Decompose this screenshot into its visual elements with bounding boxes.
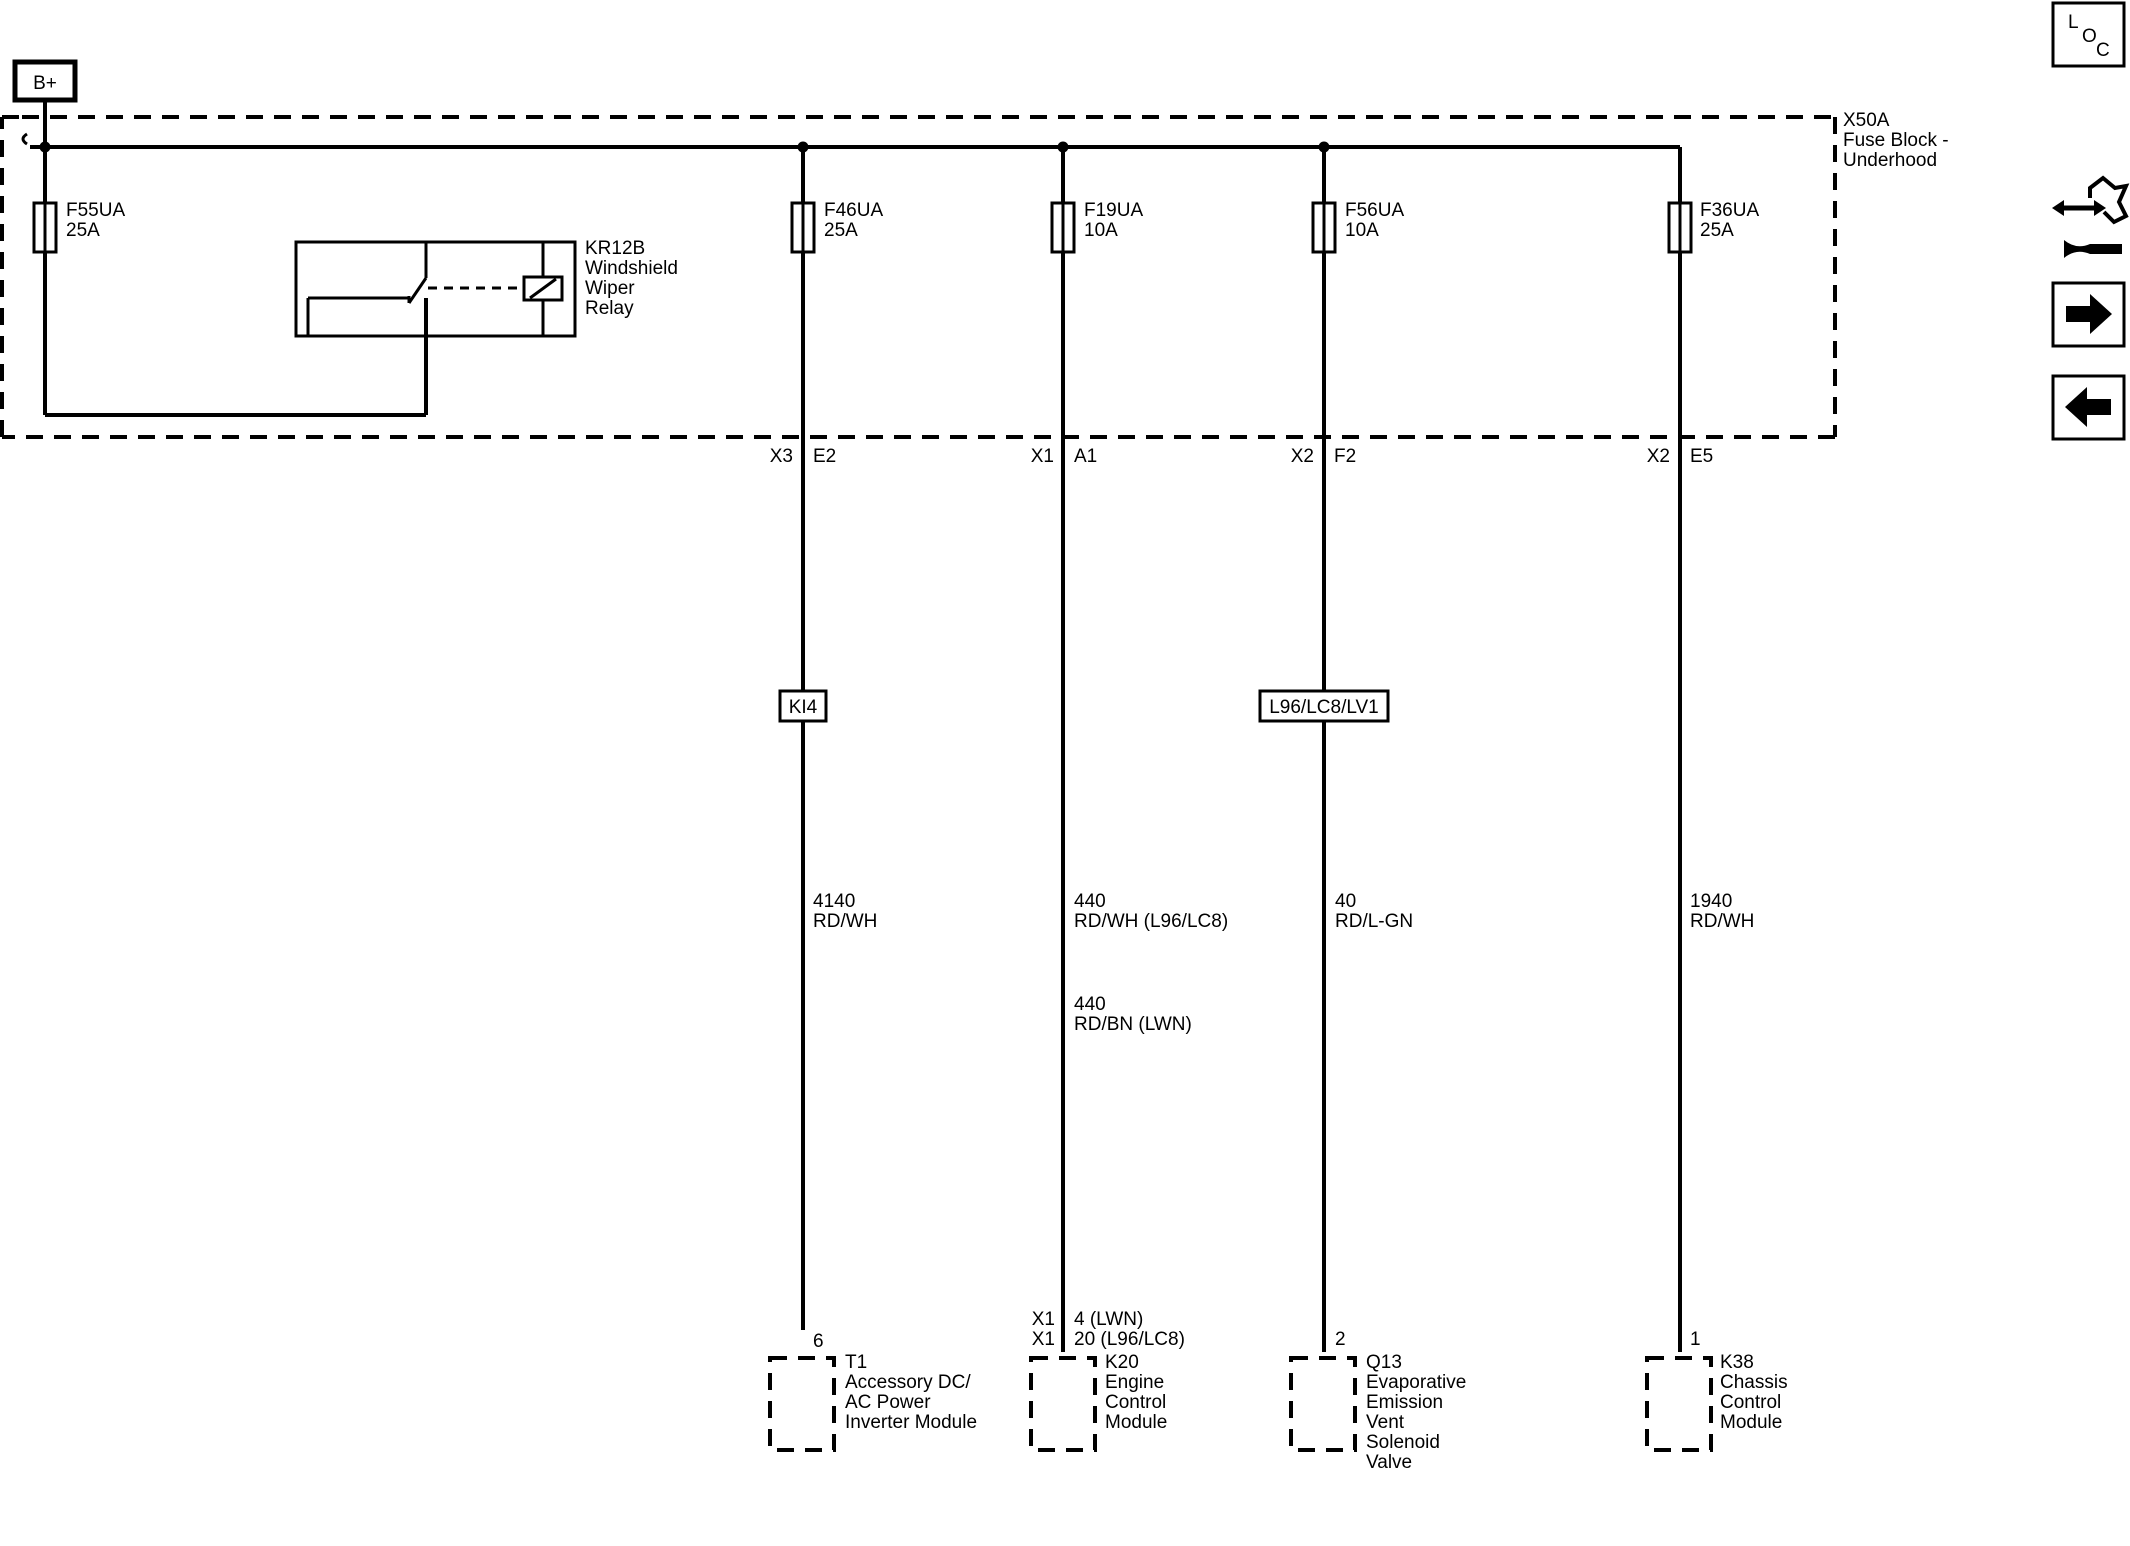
pin-e5: E5 <box>1690 446 1713 467</box>
relay-label: KR12B Windshield Wiper Relay <box>585 238 678 319</box>
wire-4140-color: RD/WH <box>813 911 877 932</box>
arrow-left-icon <box>2065 387 2111 427</box>
wire-440-number-a: 440 <box>1074 891 1106 912</box>
component-k38-outline <box>1645 1356 1713 1452</box>
wire-40-number: 40 <box>1335 891 1356 912</box>
pin-a1: A1 <box>1074 446 1097 467</box>
q13-name-4: Solenoid <box>1366 1432 1440 1453</box>
option-box-l96-lc8-lv1 <box>1258 689 1390 723</box>
t1-pin: 6 <box>813 1331 824 1352</box>
wire-440-color-b: RD/BN (LWN) <box>1074 1014 1192 1035</box>
component-t1-outline <box>768 1356 836 1452</box>
relay-name-2: Wiper <box>585 278 635 299</box>
fuse-block-label: X50A Fuse Block - Underhood <box>1843 110 1949 171</box>
fuse-f36ua-id: F36UA <box>1700 200 1759 221</box>
arrow-left-button[interactable] <box>2051 374 2126 441</box>
battery-positive-source: B+ <box>12 59 78 103</box>
connector-x1: X1 <box>1031 446 1054 467</box>
relay-kr12b <box>294 240 577 338</box>
k20-name-3: Module <box>1105 1412 1167 1433</box>
k38-id: K38 <box>1720 1352 1754 1373</box>
bus-splices <box>39 141 1330 153</box>
component-k20-outline <box>1029 1356 1097 1452</box>
loc-letter-c: C <box>2096 40 2110 61</box>
k38-pin: 1 <box>1690 1329 1701 1350</box>
fuse-f36ua-rating: 25A <box>1700 220 1734 241</box>
q13-name-1: Evaporative <box>1366 1372 1466 1393</box>
wire-4140-number: 4140 <box>813 891 855 912</box>
pin-e2: E2 <box>813 446 836 467</box>
fuse-block-outline <box>0 115 1837 439</box>
t1-name-1: Accessory DC/ <box>845 1372 971 1393</box>
q13-name-2: Emission <box>1366 1392 1443 1413</box>
q13-pin: 2 <box>1335 1329 1346 1350</box>
component-q13-outline <box>1289 1356 1357 1452</box>
wire-1940-color: RD/WH <box>1690 911 1754 932</box>
q13-id: Q13 <box>1366 1352 1402 1373</box>
arrow-right-icon <box>2066 294 2112 334</box>
fuse-block-name-1: Fuse Block - <box>1843 130 1949 151</box>
k38-name-2: Control <box>1720 1392 1781 1413</box>
k20-pin-1: 4 (LWN) <box>1074 1309 1143 1330</box>
fuse-f46ua-id: F46UA <box>824 200 883 221</box>
t1-name-2: AC Power <box>845 1392 931 1413</box>
arrow-right-button[interactable] <box>2051 281 2126 348</box>
k20-name-2: Control <box>1105 1392 1166 1413</box>
pin-f2: F2 <box>1334 446 1356 467</box>
relay-name-1: Windshield <box>585 258 678 279</box>
loc-letter-l: L <box>2068 12 2079 33</box>
t1-name-3: Inverter Module <box>845 1412 977 1433</box>
fuse-f19ua-rating: 10A <box>1084 220 1118 241</box>
wire-1940-number: 1940 <box>1690 891 1732 912</box>
k20-connector-2: X1 <box>1032 1329 1055 1350</box>
k20-name-1: Engine <box>1105 1372 1164 1393</box>
relay-switch-contact <box>407 277 428 304</box>
entry-connector-symbol <box>21 132 28 146</box>
fuse-f46ua-rating: 25A <box>824 220 858 241</box>
fuse-f55ua-rating: 25A <box>66 220 100 241</box>
wire-40-color: RD/L-GN <box>1335 911 1413 932</box>
connector-tool-icon[interactable] <box>2052 175 2130 258</box>
wire-440-color-a: RD/WH (L96/LC8) <box>1074 911 1228 932</box>
relay-id: KR12B <box>585 238 645 259</box>
option-ki4-label: KI4 <box>789 697 818 718</box>
q13-name-5: Valve <box>1366 1452 1412 1473</box>
k38-name-3: Module <box>1720 1412 1782 1433</box>
k20-id: K20 <box>1105 1352 1139 1373</box>
loc-button[interactable]: L O C <box>2051 1 2126 68</box>
fuse-f55ua-id: F55UA <box>66 200 125 221</box>
connector-x2-f2: X2 <box>1291 446 1314 467</box>
option-box-ki4 <box>778 689 828 723</box>
k38-name-1: Chassis <box>1720 1372 1788 1393</box>
t1-id: T1 <box>845 1352 867 1373</box>
k20-pin-2: 20 (L96/LC8) <box>1074 1329 1185 1350</box>
option-l96-lc8-lv1-label: L96/LC8/LV1 <box>1269 697 1379 718</box>
fuse-f56ua-id: F56UA <box>1345 200 1404 221</box>
fuse-f56ua-rating: 10A <box>1345 220 1379 241</box>
q13-name-3: Vent <box>1366 1412 1405 1433</box>
connector-x3: X3 <box>770 446 793 467</box>
loc-letter-o: O <box>2082 26 2097 47</box>
wire-440-number-b: 440 <box>1074 994 1106 1015</box>
connector-x2-e5: X2 <box>1647 446 1670 467</box>
relay-name-3: Relay <box>585 298 634 319</box>
fuse-block-id: X50A <box>1843 110 1890 131</box>
k20-connector-1: X1 <box>1032 1309 1055 1330</box>
fuse-block-name-2: Underhood <box>1843 150 1937 171</box>
b-plus-label: B+ <box>33 73 57 94</box>
fuse-f19ua-id: F19UA <box>1084 200 1143 221</box>
